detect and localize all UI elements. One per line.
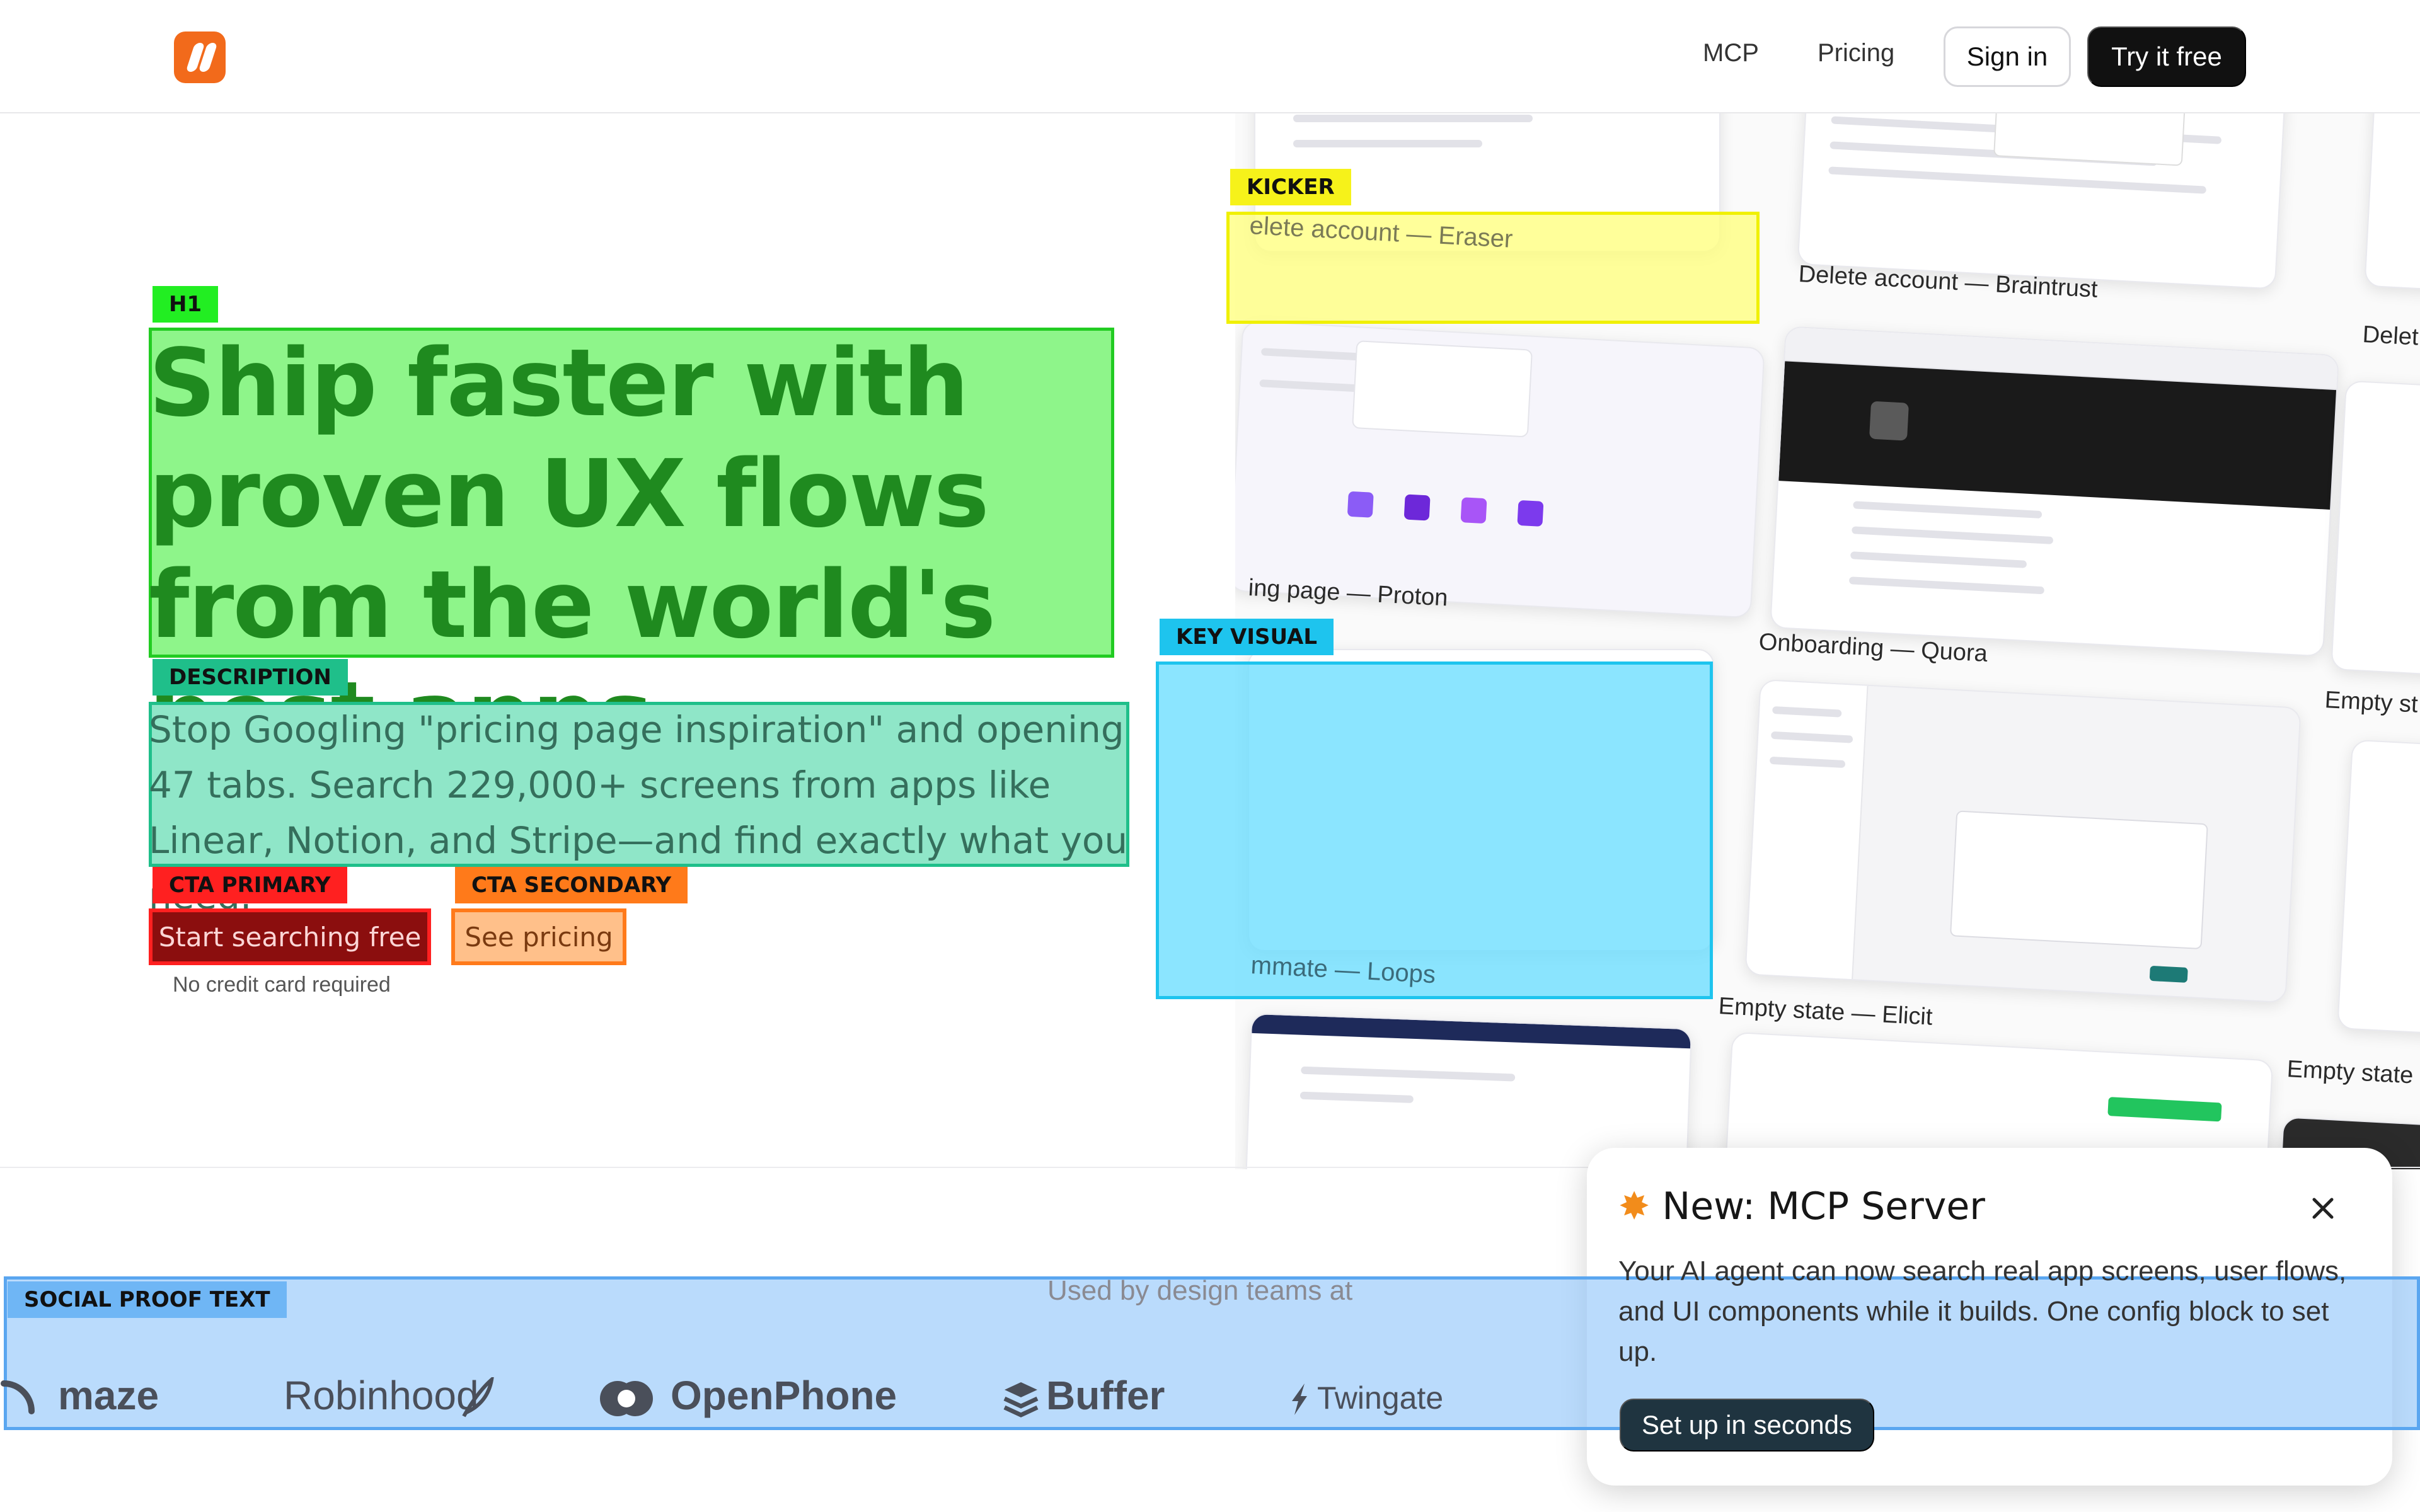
try-free-button[interactable]: Try it free	[2087, 26, 2246, 87]
feather-icon	[459, 1375, 495, 1421]
twingate-logo-icon	[1287, 1382, 1312, 1419]
brand-maze: maze	[58, 1373, 159, 1418]
brand-openphone: OpenPhone	[671, 1373, 897, 1418]
gallery-screen[interactable]	[1797, 113, 2287, 290]
start-searching-button[interactable]: Start searching free	[149, 908, 431, 965]
gallery-screen[interactable]	[1744, 679, 2302, 1004]
gallery-screen[interactable]	[2331, 380, 2420, 679]
no-credit-card-note: No credit card required	[173, 973, 391, 997]
brand-twingate: Twingate	[1317, 1380, 1444, 1416]
annotation-tag-cta-secondary: CTA SECONDARY	[455, 867, 688, 903]
brand-buffer: Buffer	[1046, 1373, 1165, 1418]
annotation-tag-kicker: KICKER	[1230, 169, 1351, 205]
screen-caption: Delet	[2361, 321, 2419, 351]
popup-body: Your AI agent can now search real app sc…	[1618, 1256, 2347, 1367]
top-nav: MCP Pricing Sign in Try it free	[0, 0, 2420, 113]
social-proof-highlight	[4, 1276, 2420, 1430]
nav-link-mcp[interactable]: MCP	[1703, 39, 1759, 67]
popup-title: ✸ New: MCP Server	[1618, 1184, 1985, 1228]
sparkle-icon: ✸	[1618, 1184, 1651, 1228]
logo-icon	[185, 43, 218, 72]
buffer-logo-icon	[1002, 1380, 1040, 1423]
screen-caption: Empty state	[2286, 1056, 2414, 1089]
gallery-screen[interactable]	[2364, 113, 2420, 294]
section-divider	[0, 1167, 2420, 1168]
sign-in-button[interactable]: Sign in	[1944, 26, 2071, 87]
description-highlight	[149, 702, 1129, 867]
screen-caption: Empty st	[2324, 687, 2419, 718]
h1-highlight	[149, 328, 1114, 658]
annotation-tag-description: DESCRIPTION	[153, 659, 348, 696]
screen-caption: Empty state — Elicit	[1717, 993, 1933, 1031]
gallery-screen[interactable]	[1244, 1012, 1693, 1169]
openphone-logo-icon	[599, 1378, 657, 1421]
annotation-tag-key-visual: KEY VISUAL	[1160, 619, 1334, 655]
social-proof-title: Used by design teams at	[1047, 1275, 1353, 1306]
gallery-screen[interactable]	[1235, 320, 1765, 619]
annotation-tag-h1: H1	[153, 286, 219, 323]
annotation-tag-cta-primary: CTA PRIMARY	[153, 867, 347, 903]
kicker-highlight	[1226, 212, 1760, 324]
popup-title-text: New: MCP Server	[1662, 1184, 1985, 1228]
gallery-screen[interactable]	[1770, 326, 2339, 657]
close-icon[interactable]	[2304, 1189, 2342, 1227]
nav-link-pricing[interactable]: Pricing	[1818, 39, 1895, 67]
brand-logo[interactable]	[174, 32, 226, 83]
gallery-screen[interactable]	[2337, 739, 2420, 1038]
setup-button[interactable]: Set up in seconds	[1620, 1399, 1874, 1452]
key-visual-highlight	[1156, 662, 1713, 999]
maze-logo-icon	[0, 1378, 38, 1419]
annotation-tag-social-proof: SOCIAL PROOF TEXT	[8, 1281, 287, 1318]
brand-robinhood: Robinhood	[284, 1373, 479, 1418]
see-pricing-button[interactable]: See pricing	[451, 908, 626, 965]
